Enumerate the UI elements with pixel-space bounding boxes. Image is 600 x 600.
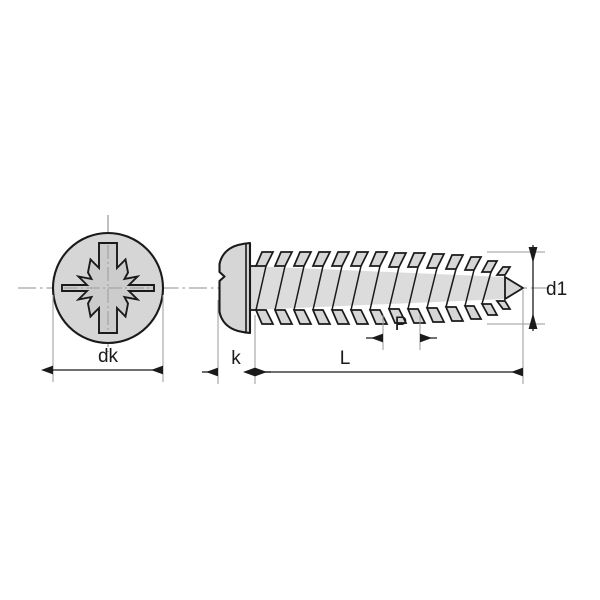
head-end-view xyxy=(51,231,165,345)
thread-teeth xyxy=(254,251,512,325)
dimension-label-dk: dk xyxy=(98,346,119,367)
dimension-label-L: L xyxy=(340,348,351,369)
arrow-d1-top xyxy=(528,247,538,263)
dimension-label-k: k xyxy=(231,348,241,369)
pozidriv-cross-recess-icon xyxy=(61,242,155,334)
thread-helix-lines xyxy=(255,265,492,311)
dimension-lines xyxy=(41,245,538,377)
dimension-label-P: P xyxy=(395,314,408,335)
shank-core xyxy=(250,266,505,310)
screw-point xyxy=(504,275,525,301)
side-profile-view xyxy=(218,241,525,335)
pan-head-profile xyxy=(218,241,252,335)
dimension-labels: dk k L P d1 xyxy=(98,279,567,369)
dimension-label-d1: d1 xyxy=(546,279,567,300)
arrow-d1-bottom xyxy=(528,313,538,329)
